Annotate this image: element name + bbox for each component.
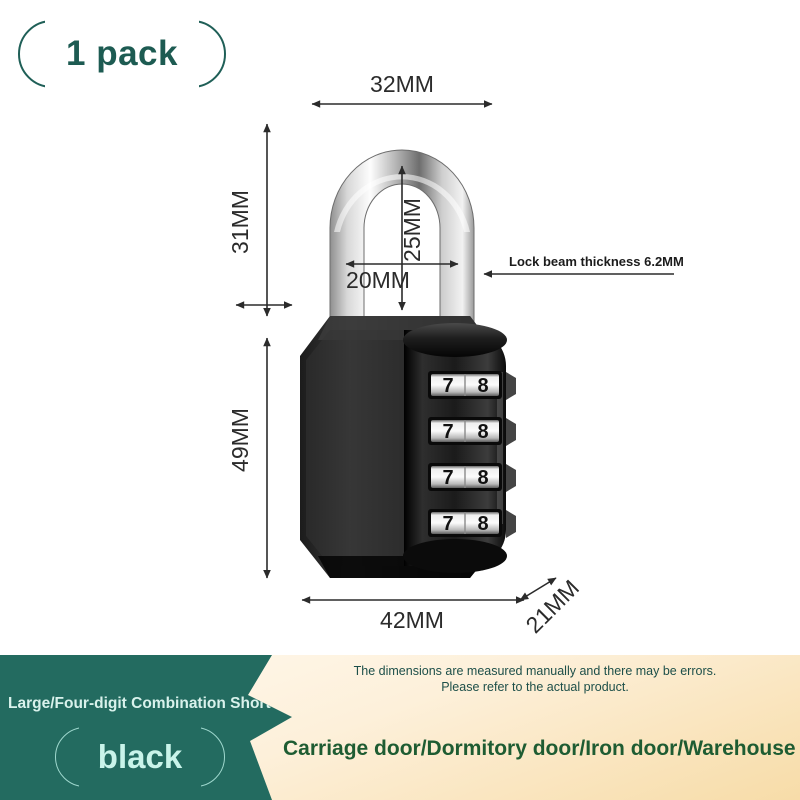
dim-label-clearance-height: 25MM [399,198,425,262]
color-badge-gap-top [79,724,201,734]
svg-text:8: 8 [477,421,488,443]
pack-badge-gap-bottom [45,77,199,93]
padlock-body: 7 8 7 8 7 8 7 8 [300,316,516,578]
dial-row: 7 8 [428,417,502,445]
dial-grip-notches [506,372,516,538]
dim-label-shackle-height: 31MM [227,190,253,254]
disclaimer-line-2: Please refer to the actual product. [441,680,629,694]
dim-label-body-depth: 21MM [521,575,585,639]
variant-description: Large/Four-digit Combination Short Shack… [8,695,334,712]
svg-text:8: 8 [477,375,488,397]
pack-badge-gap-top [45,15,199,31]
svg-text:7: 7 [442,421,453,443]
dial-row: 7 8 [428,509,502,537]
svg-text:8: 8 [477,467,488,489]
dim-label-body-height: 49MM [227,408,253,472]
color-badge-label: black [97,738,183,775]
measurement-disclaimer: The dimensions are measured manually and… [285,663,785,695]
padlock-shackle [329,149,475,331]
usage-scenarios-text: Carriage door/Dormitory door/Iron door/W… [283,737,800,760]
svg-text:7: 7 [442,513,453,535]
dim-line-body-depth [519,577,557,601]
color-option-badge: black [55,724,225,790]
variant-panel: Large/Four-digit Combination Short Shack… [0,655,292,800]
dim-label-beam-thickness: Lock beam thickness 6.2MM [509,254,684,269]
padlock-dimension-diagram: 7 8 7 8 7 8 7 8 [227,71,684,639]
svg-text:7: 7 [442,375,453,397]
pack-quantity-badge: 1 pack [18,15,226,93]
dial-row: 7 8 [428,463,502,491]
svg-text:7: 7 [442,467,453,489]
dim-label-shackle-width: 32MM [370,71,434,97]
pack-badge-label: 1 pack [66,34,178,73]
footer-banner: The dimensions are measured manually and… [0,655,800,800]
svg-text:8: 8 [477,513,488,535]
dim-label-body-width: 42MM [380,607,444,633]
dial-row: 7 8 [428,371,502,399]
color-badge-gap-bottom [79,780,201,790]
combination-dials: 7 8 7 8 7 8 7 8 [428,371,502,537]
dim-label-clearance-width: 20MM [346,267,410,293]
disclaimer-line-1: The dimensions are measured manually and… [353,664,717,678]
